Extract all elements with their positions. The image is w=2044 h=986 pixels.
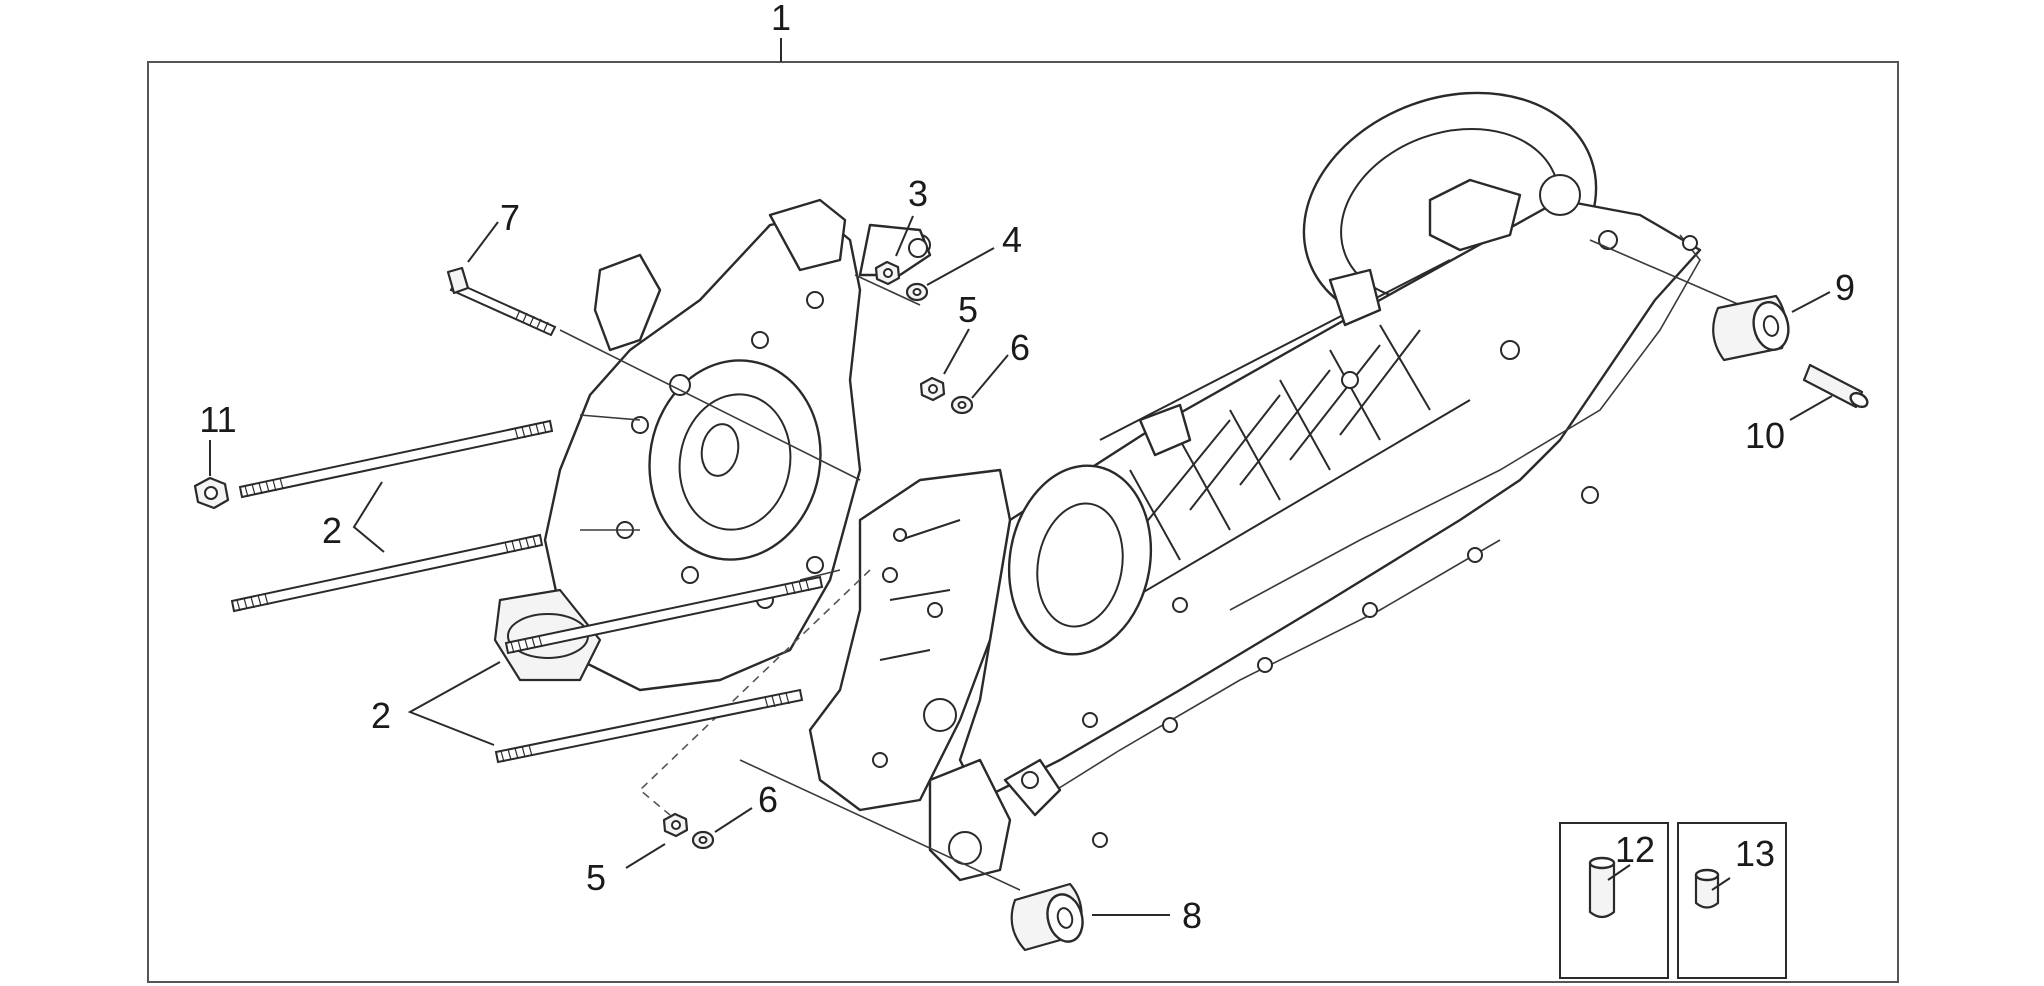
callout-12: 12 xyxy=(1615,829,1655,870)
callout-5-upper: 5 xyxy=(958,289,978,330)
callout-9: 9 xyxy=(1835,267,1855,308)
callout-6-lower: 6 xyxy=(758,779,778,820)
stud-bolt xyxy=(504,575,824,655)
stud-bolt xyxy=(494,688,804,764)
callout-3: 3 xyxy=(908,173,928,214)
stud-bolt xyxy=(230,533,544,613)
inset-box-dowel-long xyxy=(1559,822,1669,979)
callout-11: 11 xyxy=(199,399,236,440)
inset-box-dowel-short xyxy=(1677,822,1787,979)
nut-washer-set xyxy=(662,260,974,850)
callout-6-upper: 6 xyxy=(1010,327,1030,368)
crankcase-bolt xyxy=(446,266,557,337)
stud-bolt xyxy=(238,419,554,499)
callout-10: 10 xyxy=(1745,415,1785,456)
crankcase-mid-section xyxy=(808,468,1012,812)
callout-5-lower: 5 xyxy=(586,857,606,898)
callout-1: 1 xyxy=(771,0,791,38)
bushing-pin xyxy=(1802,363,1869,409)
callout-2-lower: 2 xyxy=(371,695,391,736)
callout-2-upper: 2 xyxy=(322,510,342,551)
callout-8: 8 xyxy=(1182,895,1202,936)
crankcase-left-half xyxy=(493,198,932,692)
diagram-frame xyxy=(147,61,1899,983)
flange-nut xyxy=(193,476,230,510)
stud-bolts xyxy=(230,419,824,764)
leader-lines xyxy=(209,215,1833,916)
crankcase-right-half xyxy=(928,91,1702,882)
callout-4: 4 xyxy=(1002,219,1022,260)
silent-block-bushing xyxy=(1010,882,1084,952)
callout-labels: 1 7 11 2 2 3 4 5 6 5 6 8 9 10 12 13 xyxy=(199,0,1855,936)
assembly-lines xyxy=(559,239,1741,891)
callout-7: 7 xyxy=(500,197,520,238)
silent-block-bushing xyxy=(1712,294,1790,362)
callout-13: 13 xyxy=(1735,833,1775,874)
